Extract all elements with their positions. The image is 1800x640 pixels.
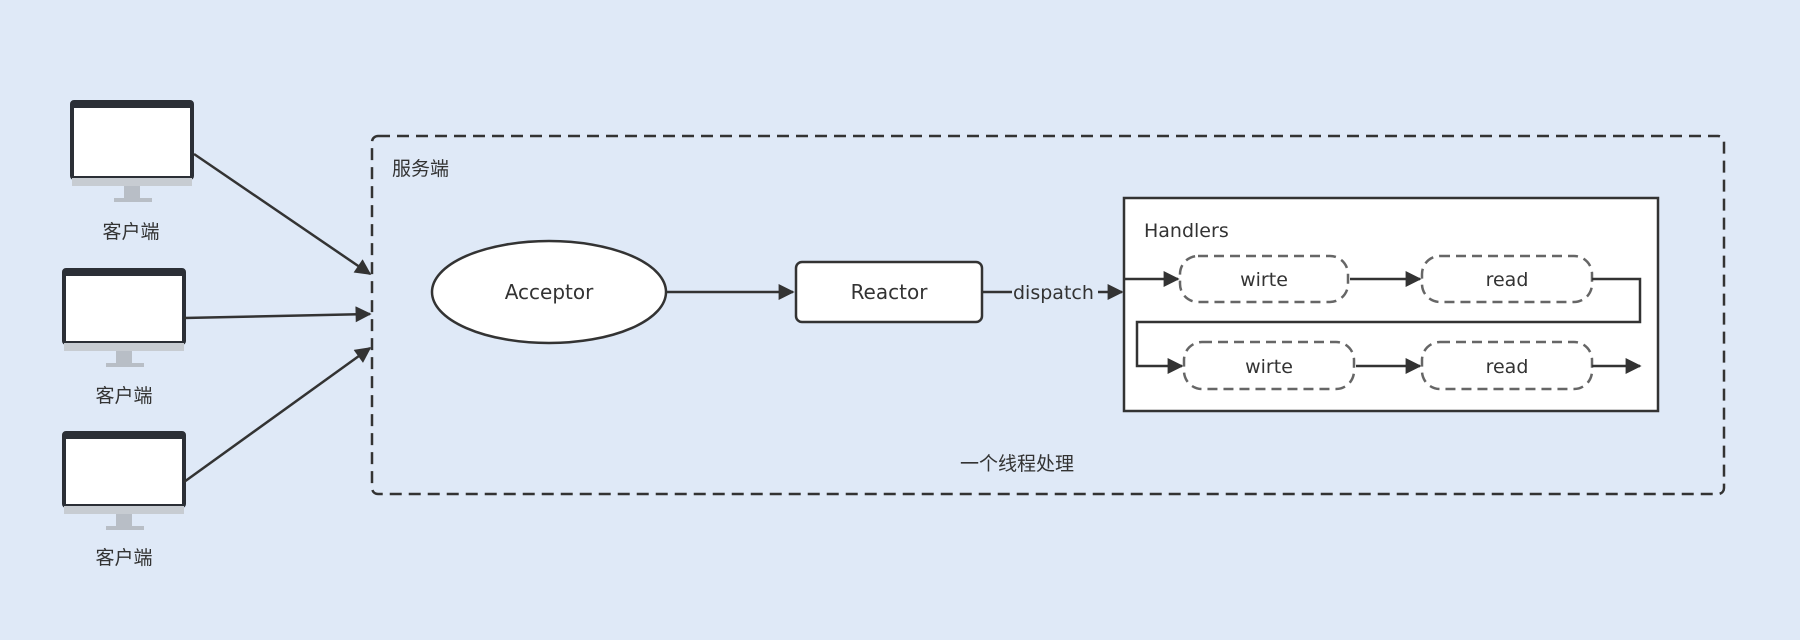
server-boundary [370,134,1726,496]
monitor-icon [70,100,194,202]
client-1: 客户端 [70,100,194,243]
client-3: 客户端 [62,431,186,569]
handler-step-label: wirte [1245,356,1293,378]
client-label: 客户端 [95,385,152,407]
handlers-title: Handlers [1144,220,1229,242]
client-2-connector [183,306,372,323]
thread-label: 一个线程处理 [960,453,1074,475]
handler-step-label: read [1486,269,1529,291]
row-wrap-connector [1135,277,1642,374]
dispatch-label: dispatch [1013,282,1094,304]
client-2: 客户端 [62,268,186,407]
monitor-icon [62,268,186,367]
handler-step-label: wirte [1240,269,1288,291]
handler-step-write-1 [1178,254,1350,304]
client-label: 客户端 [95,547,152,569]
acceptor-label: Acceptor [505,280,594,304]
client-1-connector [193,152,372,276]
handler-step-write-2 [1182,340,1356,391]
handler-step-label: read [1486,356,1529,378]
reactor-label: Reactor [851,280,929,304]
monitor-icon [62,431,186,530]
server-label: 服务端 [392,158,449,180]
client-3-connector [183,346,372,484]
client-label: 客户端 [102,221,159,243]
